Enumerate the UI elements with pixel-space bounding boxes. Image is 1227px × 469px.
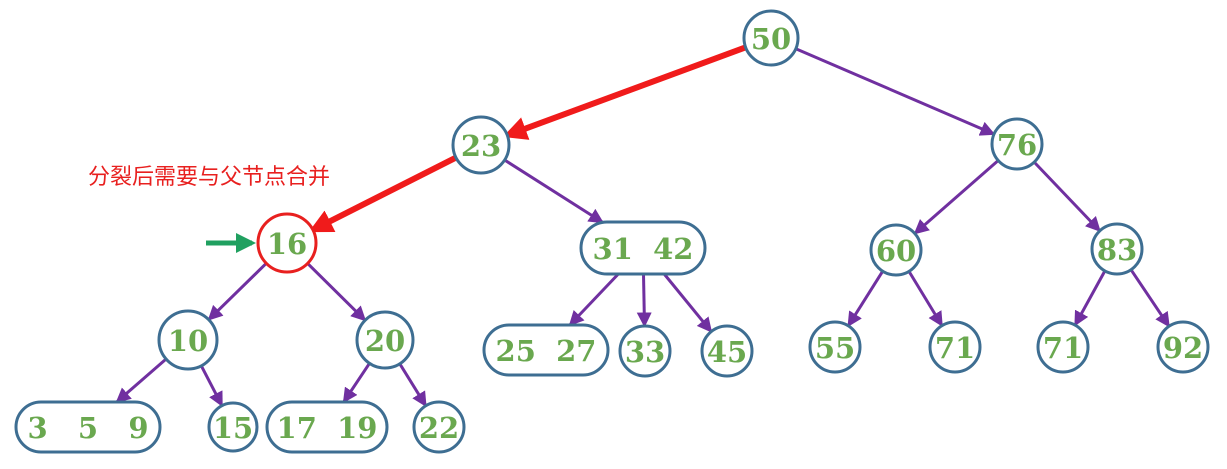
tree-node-shape <box>869 223 923 277</box>
tree-node-keys: 83 <box>1097 233 1137 267</box>
tree-edge-n20-n1719 <box>342 362 371 404</box>
tree-edge-n76-n83 <box>1033 161 1101 232</box>
tree-node-keys: 60 <box>876 234 916 268</box>
tree-node-keys: 22 <box>419 411 459 445</box>
tree-node-n15: 15 <box>207 401 259 453</box>
tree-node-keys: 55 <box>815 331 855 365</box>
edges-layer <box>115 44 1171 408</box>
tree-edge-n20-n22 <box>398 363 428 408</box>
tree-node-keys: 92 <box>1163 331 1203 365</box>
tree-edge-n16-n20 <box>306 262 367 322</box>
tree-node-shape <box>265 400 389 454</box>
tree-node-shape <box>928 320 982 374</box>
tree-node-n10: 10 <box>157 309 219 371</box>
tree-node-shape <box>700 324 754 378</box>
tree-node-n76: 76 <box>990 117 1044 171</box>
tree-node-shape <box>412 400 466 454</box>
split-path-arrow-n50-n23 <box>502 44 747 140</box>
tree-node-n60: 60 <box>869 223 923 277</box>
tree-node-n71b: 71 <box>1036 320 1090 374</box>
tree-node-shape <box>1036 320 1090 374</box>
tree-edge-n10-n15 <box>199 365 224 408</box>
tree-node-keys: 15 <box>213 411 253 445</box>
tree-node-n71a: 71 <box>928 320 982 374</box>
tree-node-n1719: 17 19 <box>265 400 389 454</box>
tree-node-keys: 10 <box>168 324 208 358</box>
tree-node-n359: 3 5 9 <box>14 400 162 454</box>
tree-edge-n83-n92 <box>1129 268 1171 328</box>
tree-edge-n10-n359 <box>115 357 168 404</box>
tree-node-shape <box>990 117 1044 171</box>
split-path-arrow-n23-n16 <box>308 154 458 233</box>
tree-node-n20: 20 <box>355 310 415 370</box>
tree-node-n23: 23 <box>451 115 511 175</box>
tree-node-n50: 50 <box>742 9 800 67</box>
tree-node-keys: 20 <box>365 324 405 358</box>
tree-node-keys: 23 <box>461 129 501 163</box>
tree-node-shape <box>742 9 800 67</box>
tree-edge-n60-n71a <box>907 270 944 327</box>
tree-node-shape <box>157 309 219 371</box>
tree-node-keys: 25 27 <box>496 334 597 368</box>
tree-node-shape <box>451 115 511 175</box>
tree-node-shape <box>618 324 672 378</box>
tree-node-keys: 71 <box>1043 331 1083 365</box>
tree-edge-n3142-n2527 <box>568 272 620 327</box>
tree-node-n2527: 25 27 <box>482 323 610 377</box>
tree-node-shape <box>482 323 610 377</box>
tree-node-n83: 83 <box>1090 222 1144 276</box>
tree-node-keys: 16 <box>267 227 307 261</box>
tree-node-n55: 55 <box>808 320 862 374</box>
tree-node-n33: 33 <box>618 324 672 378</box>
tree-edge-n83-n71b <box>1073 270 1107 327</box>
tree-edge-n3142-n45 <box>663 273 713 333</box>
tree-node-shape <box>1090 222 1144 276</box>
tree-node-shape <box>355 310 415 370</box>
tree-node-shape <box>256 212 318 274</box>
tree-edge-n16-n10 <box>207 262 268 321</box>
tree-edge-n3142-n33 <box>636 273 652 328</box>
annotation-text: 分裂后需要与父节点合并 <box>88 165 330 190</box>
tree-edge-n60-n55 <box>847 270 884 328</box>
tree-node-keys: 50 <box>751 22 791 56</box>
tree-node-n3142: 31 42 <box>579 220 707 276</box>
tree-node-n45: 45 <box>700 324 754 378</box>
tree-edge-n76-n60 <box>913 159 1000 235</box>
tree-node-shape <box>207 401 259 453</box>
tree-node-keys: 33 <box>625 335 665 369</box>
tree-node-keys: 31 42 <box>593 232 694 266</box>
tree-node-shape <box>14 400 162 454</box>
tree-node-keys: 71 <box>935 331 975 365</box>
tree-node-shape <box>808 320 862 374</box>
tree-edge-n23-n3142 <box>503 158 604 224</box>
tree-node-keys: 17 19 <box>277 411 378 445</box>
tree-node-keys: 76 <box>997 128 1037 162</box>
tree-node-shape <box>579 220 707 276</box>
tree-node-keys: 3 5 9 <box>27 411 148 445</box>
tree-node-n92: 92 <box>1156 320 1210 374</box>
tree-node-n22: 22 <box>412 400 466 454</box>
tree-node-shape <box>1156 320 1210 374</box>
tree-node-n16: 16 <box>256 212 318 274</box>
tree-node-keys: 45 <box>707 335 747 369</box>
nodes-layer: 50 23 76 16 31 42 60 83 10 20 25 27 33 45 55 71 71 92 3 … <box>14 9 1210 454</box>
tree-edge-n50-n76 <box>795 47 996 136</box>
